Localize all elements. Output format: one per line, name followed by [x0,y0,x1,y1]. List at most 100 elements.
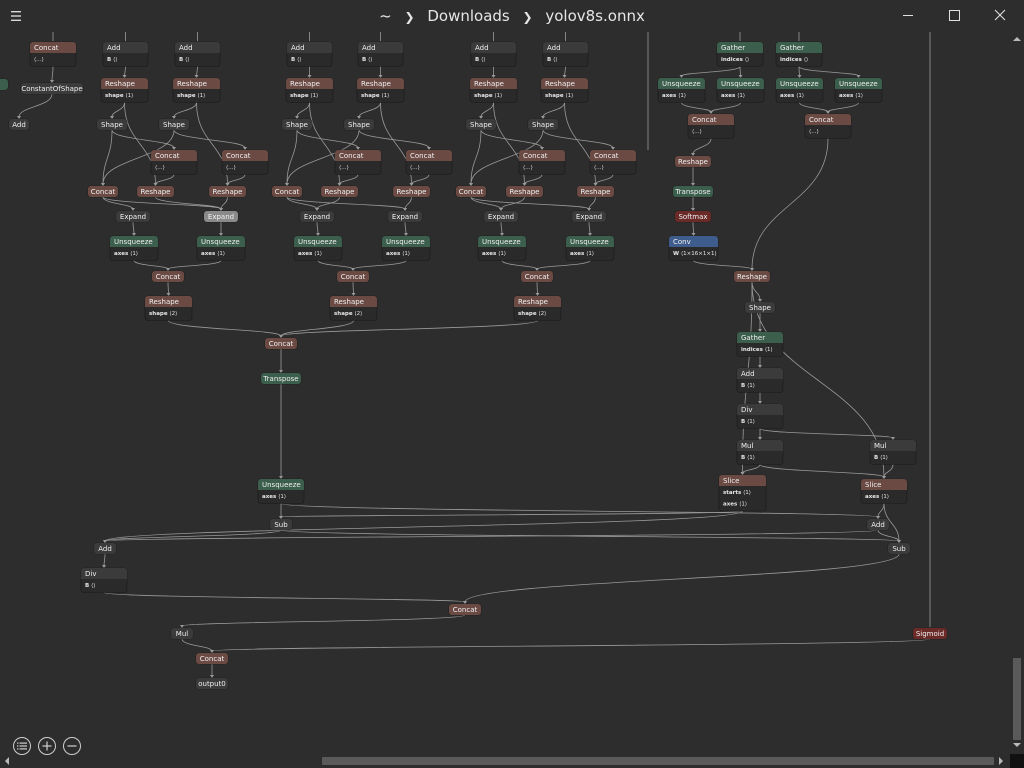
graph-node-concat-b5[interactable]: Concat⟨…⟩ [518,149,566,175]
breadcrumb-folder[interactable]: Downloads [427,7,510,25]
graph-node-concat-a[interactable]: Concat⟨…⟩ [29,41,77,67]
vertical-scroll-thumb[interactable] [1013,658,1021,740]
graph-node-mul-x[interactable]: Mul [170,627,194,640]
graph-node-transpose-main[interactable]: Transpose [260,372,302,385]
graph-node-add-y[interactable]: Add [93,542,117,555]
vertical-scrollbar[interactable] [1010,32,1024,754]
graph-node-concat-b2[interactable]: Concat⟨…⟩ [221,149,269,175]
graph-node-reshape-c6[interactable]: Reshape [576,185,615,198]
list-icon[interactable] [12,736,32,756]
close-icon[interactable] [977,0,1023,32]
graph-node-concat-main[interactable]: Concat [264,337,298,350]
zoom-in-icon[interactable] [37,736,57,756]
graph-node-concat-c2[interactable]: Concat [271,185,303,198]
graph-node-concat-c3[interactable]: Concat [455,185,487,198]
graph-node-concat-d1[interactable]: Concat [151,270,185,283]
graph-node-reshape-c3[interactable]: Reshape [320,185,359,198]
graph-node-stub-left[interactable] [0,78,9,91]
graph-node-shape-r[interactable]: Shape [744,301,776,314]
horizontal-scroll-thumb[interactable] [322,757,994,765]
graph-node-concat-b3[interactable]: Concat⟨…⟩ [334,149,382,175]
graph-node-shape-1[interactable]: Shape [96,118,128,131]
graph-node-expand-5[interactable]: Expand [483,210,519,223]
graph-node-shape-4[interactable]: Shape [343,118,375,131]
graph-node-concat-b6[interactable]: Concat⟨…⟩ [589,149,637,175]
graph-node-reshape-c5[interactable]: Reshape [505,185,544,198]
graph-node-shape-3[interactable]: Shape [281,118,313,131]
graph-node-add-left[interactable]: Add [8,118,30,131]
graph-node-reshape-c2[interactable]: Reshape [208,185,247,198]
scroll-left-icon[interactable] [2,756,12,766]
breadcrumb-home[interactable]: ~ [379,7,392,25]
graph-node-concat-b4[interactable]: Concat⟨…⟩ [405,149,453,175]
hamburger-icon[interactable] [6,6,26,26]
graph-node-output0[interactable]: output0 [195,677,229,690]
graph-node-concat-r2[interactable]: Concat⟨…⟩ [804,113,852,139]
graph-node-add-x[interactable]: Add [866,518,890,531]
graph-node-shape-6[interactable]: Shape [527,118,559,131]
graph-node-concat-x[interactable]: Concat [448,603,482,616]
breadcrumb-file[interactable]: yolov8s.onnx [545,7,645,25]
graph-node-reshape-r1[interactable]: Reshape [674,155,712,168]
scroll-down-icon[interactable] [1012,740,1022,750]
maximize-icon[interactable] [931,0,977,32]
graph-node-softmax[interactable]: Softmax [674,210,712,223]
graph-node-expand-1[interactable]: Expand [115,210,151,223]
graph-node-expand-6[interactable]: Expand [571,210,607,223]
graph-node-expand-2[interactable]: Expand [203,210,239,223]
scroll-right-icon[interactable] [996,756,1006,766]
zoom-out-icon[interactable] [62,736,82,756]
graph-node-sigmoid[interactable]: Sigmoid [912,627,948,640]
horizontal-scrollbar[interactable] [0,754,1010,768]
minimize-icon[interactable] [885,0,931,32]
graph-node-reshape-r2[interactable]: Reshape [733,270,771,283]
graph-node-concat-b1[interactable]: Concat⟨…⟩ [150,149,198,175]
graph-node-shape-5[interactable]: Shape [465,118,497,131]
graph-node-concat-d3[interactable]: Concat [520,270,554,283]
scroll-up-icon[interactable] [1012,34,1022,44]
graph-node-reshape-c1[interactable]: Reshape [136,185,175,198]
graph-node-constofshape[interactable]: ConstantOfShape [20,82,84,95]
graph-node-transpose-r[interactable]: Transpose [672,185,714,198]
graph-node-sub-1[interactable]: Sub [269,518,293,531]
graph-node-concat-d2[interactable]: Concat [336,270,370,283]
graph-node-concat-c1[interactable]: Concat [87,185,119,198]
